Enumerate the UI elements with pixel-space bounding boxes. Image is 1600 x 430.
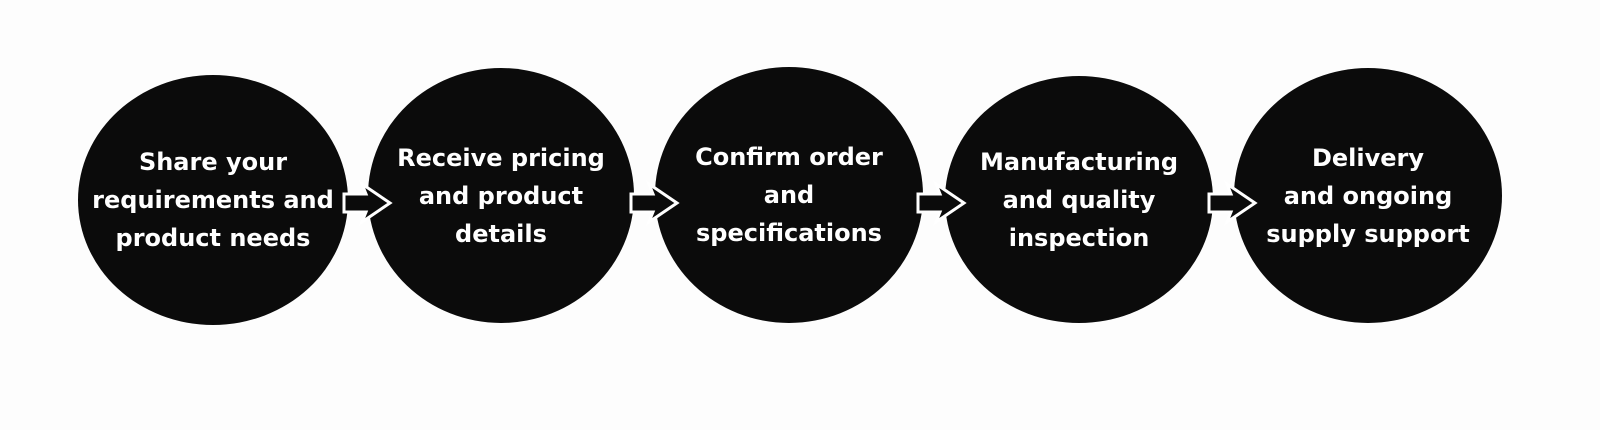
arrow-4-icon <box>1207 180 1258 226</box>
arrow-3-icon <box>916 180 967 226</box>
arrow-2-icon <box>629 180 680 226</box>
arrow-1-icon <box>342 180 393 226</box>
